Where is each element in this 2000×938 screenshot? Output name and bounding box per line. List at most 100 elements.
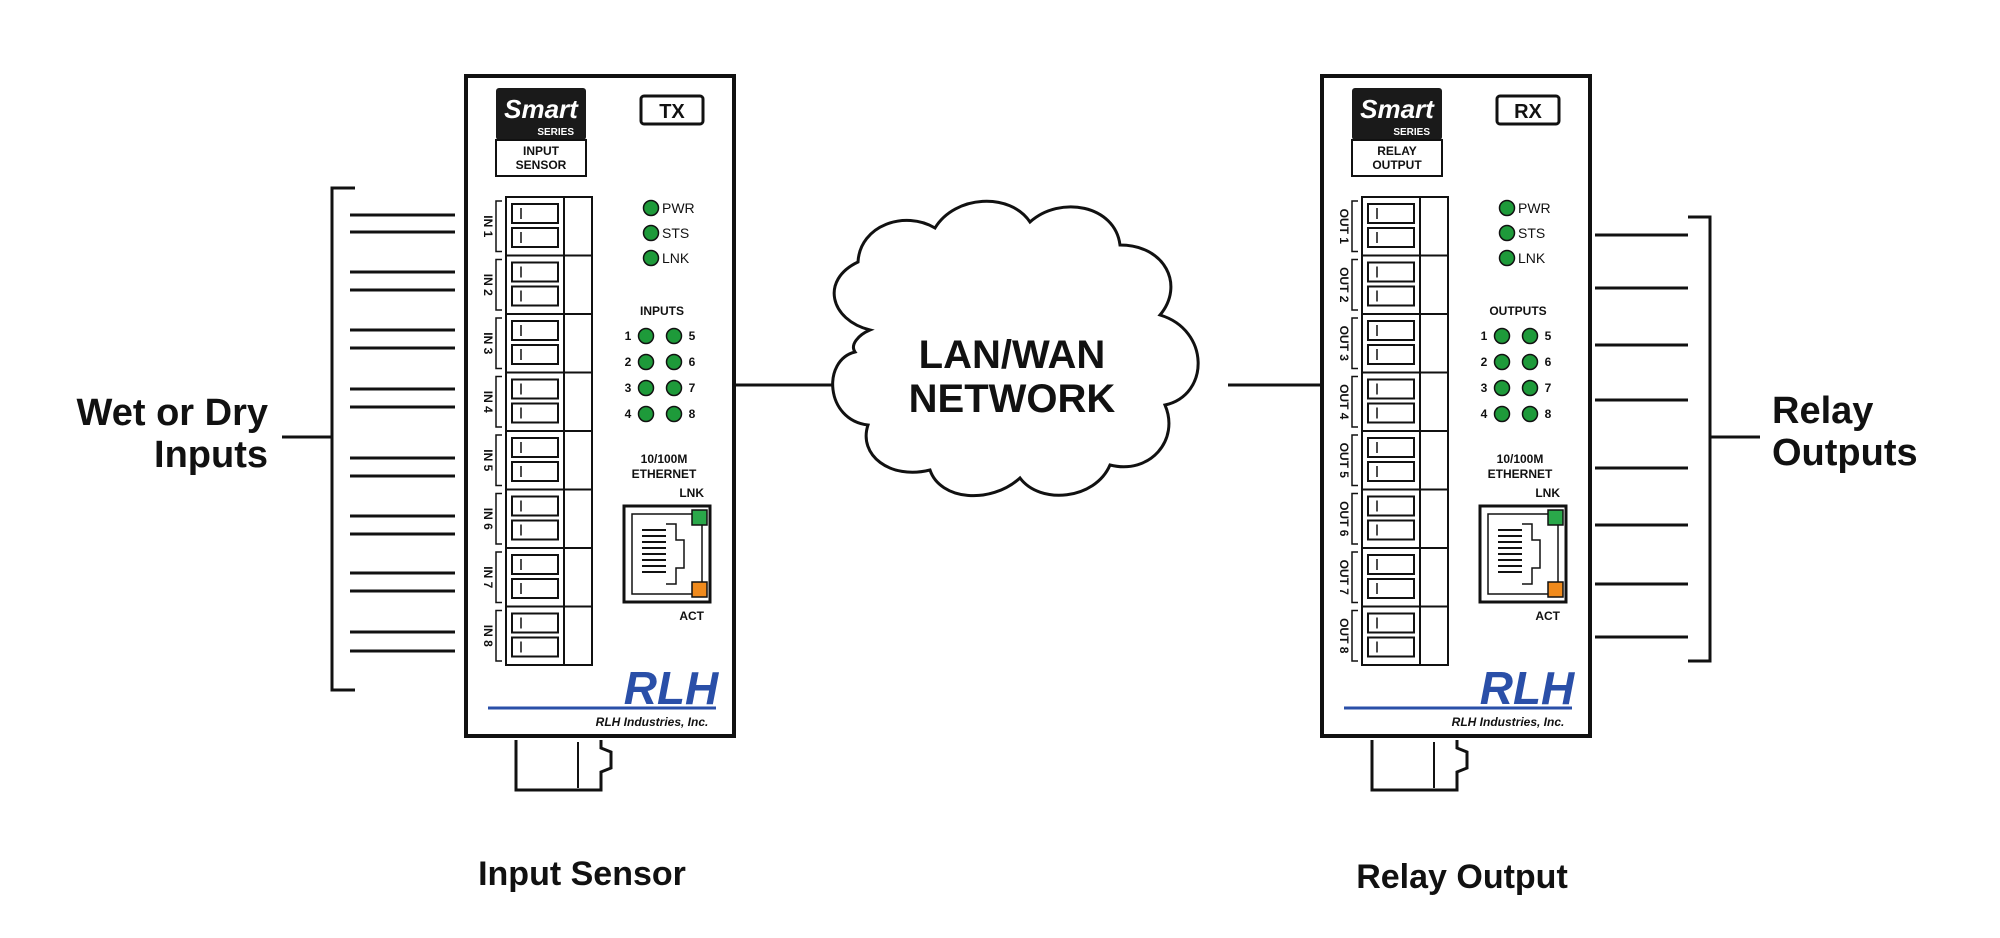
terminal-screw bbox=[1367, 636, 1415, 658]
terminal-screw bbox=[511, 285, 559, 307]
din-clip bbox=[1370, 740, 1469, 792]
lnk-label: LNK bbox=[679, 486, 704, 500]
terminal-label: IN 6 bbox=[481, 508, 495, 530]
company-name: RLH Industries, Inc. bbox=[1452, 715, 1565, 729]
terminal-screw bbox=[511, 437, 559, 458]
status-led bbox=[642, 199, 660, 217]
mode-label: TX bbox=[659, 101, 685, 123]
device-type-box bbox=[495, 139, 587, 177]
terminal-label: OUT 3 bbox=[1337, 326, 1351, 362]
io-led bbox=[1521, 405, 1539, 423]
input-bracket bbox=[330, 186, 355, 692]
terminal-block-side bbox=[563, 430, 593, 491]
terminal-bracket bbox=[1351, 258, 1358, 311]
terminal-bracket bbox=[495, 200, 502, 253]
input-label-line2: Inputs bbox=[154, 434, 268, 476]
output-label-group: Relay Outputs bbox=[1595, 215, 1918, 663]
terminal-block-side bbox=[563, 547, 593, 608]
terminal-block-side bbox=[563, 196, 593, 257]
link-led bbox=[691, 509, 708, 526]
terminal-screw bbox=[1367, 261, 1415, 283]
terminal-screw bbox=[1367, 554, 1415, 575]
status-led-label: STS bbox=[662, 225, 689, 241]
status-led-label: PWR bbox=[1518, 200, 1551, 216]
io-led bbox=[665, 405, 683, 423]
act-label: ACT bbox=[1535, 609, 1560, 623]
terminal-screw bbox=[1367, 344, 1415, 365]
terminal-screw bbox=[1367, 320, 1415, 341]
input-wires bbox=[350, 213, 455, 653]
terminal-screw bbox=[1367, 519, 1415, 541]
terminal-label: IN 2 bbox=[481, 274, 495, 296]
device-type-line2: OUTPUT bbox=[1372, 158, 1422, 172]
io-number: 6 bbox=[689, 355, 696, 369]
mode-box bbox=[1495, 94, 1561, 126]
terminal-label: IN 7 bbox=[481, 566, 495, 588]
input-sensor-caption: Input Sensor bbox=[478, 855, 686, 893]
terminal-block-side bbox=[1419, 488, 1449, 549]
smart-badge bbox=[496, 88, 586, 140]
terminal-screw bbox=[1367, 227, 1415, 248]
link-led bbox=[1547, 509, 1564, 526]
terminal-screw bbox=[511, 378, 559, 400]
terminal-screw bbox=[511, 519, 559, 541]
io-number: 7 bbox=[689, 381, 696, 395]
terminal-screw bbox=[511, 344, 559, 365]
terminal-label: OUT 8 bbox=[1337, 618, 1351, 654]
terminal-bracket bbox=[1351, 200, 1358, 253]
io-number: 8 bbox=[689, 407, 696, 421]
device-type-line1: INPUT bbox=[523, 144, 560, 158]
terminal-screw bbox=[1367, 285, 1415, 307]
io-led bbox=[637, 353, 655, 371]
io-led bbox=[637, 327, 655, 345]
series-text: SERIES bbox=[537, 127, 574, 138]
device-type-line2: SENSOR bbox=[516, 158, 567, 172]
terminal-label: OUT 7 bbox=[1337, 560, 1351, 596]
terminal-screw bbox=[511, 578, 559, 599]
terminal-block-side bbox=[563, 313, 593, 374]
rlh-logo: RLH bbox=[1480, 662, 1575, 714]
status-led-label: LNK bbox=[662, 250, 690, 266]
io-number: 4 bbox=[1481, 407, 1488, 421]
io-led bbox=[1493, 327, 1511, 345]
io-led bbox=[1493, 405, 1511, 423]
io-heading: INPUTS bbox=[640, 304, 684, 318]
io-number: 1 bbox=[625, 329, 632, 343]
terminal-bracket bbox=[1351, 551, 1358, 604]
io-number: 3 bbox=[625, 381, 632, 395]
input-label-line1: Wet or Dry bbox=[77, 392, 268, 434]
io-led bbox=[1521, 353, 1539, 371]
terminal-screw bbox=[511, 636, 559, 658]
terminal-screw bbox=[511, 320, 559, 341]
terminal-bracket bbox=[495, 258, 502, 311]
ethernet-label: ETHERNET bbox=[1488, 467, 1553, 481]
terminal-block-side bbox=[1419, 371, 1449, 432]
io-number: 7 bbox=[1545, 381, 1552, 395]
terminal-bracket bbox=[495, 434, 502, 487]
terminal-block-side bbox=[563, 371, 593, 432]
terminal-block-side bbox=[563, 488, 593, 549]
terminal-screw bbox=[511, 261, 559, 283]
terminal-block-side bbox=[1419, 254, 1449, 315]
terminal-bracket bbox=[495, 375, 502, 428]
mode-box bbox=[639, 94, 705, 126]
network-cloud: LAN/WAN NETWORK bbox=[831, 199, 1200, 498]
cloud-label-line1: LAN/WAN bbox=[919, 333, 1106, 377]
terminal-label: OUT 4 bbox=[1337, 384, 1351, 420]
io-number: 3 bbox=[1481, 381, 1488, 395]
status-led bbox=[642, 249, 660, 267]
smart-badge bbox=[1352, 88, 1442, 140]
terminal-bracket bbox=[495, 609, 502, 662]
terminal-screw bbox=[1367, 461, 1415, 482]
terminal-screw bbox=[511, 461, 559, 482]
terminal-label: IN 5 bbox=[481, 449, 495, 471]
output-label-line1: Relay bbox=[1772, 390, 1873, 432]
terminal-bracket bbox=[495, 492, 502, 545]
jack-outline bbox=[1522, 523, 1541, 585]
terminal-bracket bbox=[1351, 434, 1358, 487]
device-type-box bbox=[1351, 139, 1443, 177]
io-led bbox=[1493, 379, 1511, 397]
io-number: 8 bbox=[1545, 407, 1552, 421]
